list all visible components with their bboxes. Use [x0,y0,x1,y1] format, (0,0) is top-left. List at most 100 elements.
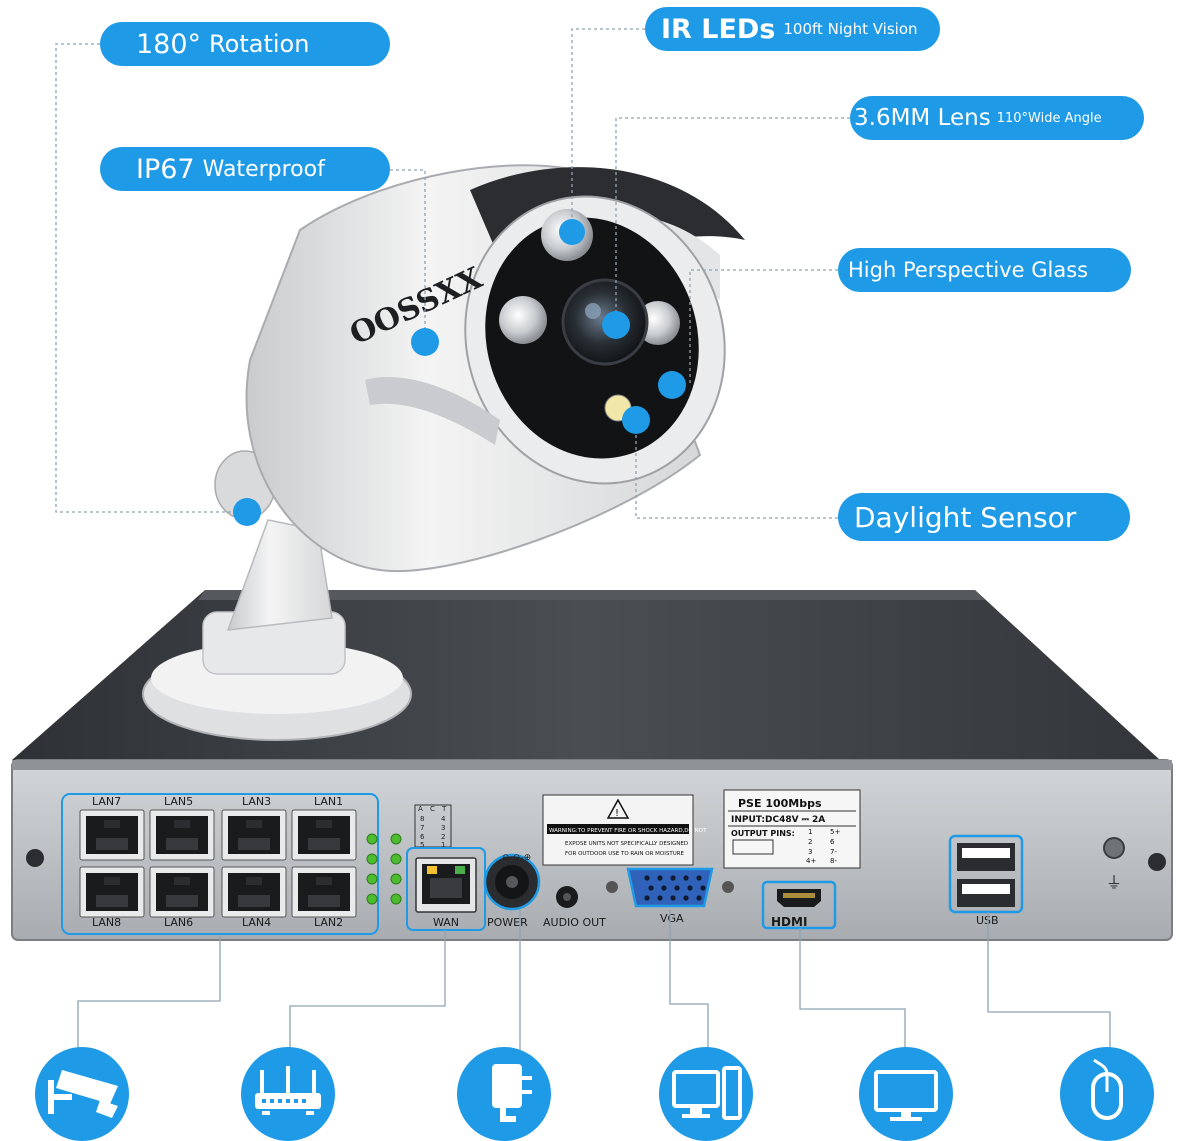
vga-pin [670,895,676,901]
lan-port[interactable] [291,809,357,861]
wan-label: WAN [433,916,459,929]
monitor-icon [859,1047,953,1141]
vga-pin [683,875,689,881]
svg-text:!: ! [615,808,619,819]
pse-pin: 8- [830,857,837,865]
audio-label: AUDIO OUT [543,916,606,929]
ir-led [499,296,547,344]
act-cell: 7 [420,824,424,832]
act-header: A [418,805,423,813]
router-icon [241,1047,335,1141]
callout-waterproof: IP67 Waterproof [100,147,390,191]
pse-pin: 4+ [806,857,816,865]
callout-sub: 100ft Night Vision [783,20,918,38]
lan-port[interactable] [149,866,215,918]
callout-lens: 3.6MM Lens 110°Wide Angle [850,96,1144,140]
callout-lines [55,28,850,519]
callout-dot [559,219,585,245]
power-adapter-icon [457,1047,551,1141]
polarity-icon: ⊖-⊙-⊕ [502,853,531,863]
pse-pin: 5+ [830,828,840,836]
status-led [390,853,402,865]
status-led [390,833,402,845]
pse-pin: 7- [830,848,837,856]
vga-pin [648,885,654,891]
status-led [390,873,402,885]
vga-pin [683,895,689,901]
callout-main: 3.6MM Lens [854,105,991,131]
lan-label: LAN3 [242,795,271,808]
cctv-camera-icon [35,1047,129,1141]
pse-pin: 6 [830,838,835,846]
lan-label: LAN1 [314,795,343,808]
callout-main: IR LEDs [661,13,776,45]
vga-pin [661,885,667,891]
vga-pin [644,895,650,901]
screw-icon [26,849,44,867]
lan-port[interactable] [79,866,145,918]
act-cell: 5 [420,841,424,849]
lan-label: LAN7 [92,795,121,808]
vga-pin [670,875,676,881]
vga-pin [700,885,706,891]
vga-port[interactable] [606,867,734,908]
hdmi-label: HDMI [771,915,807,929]
callout-rotation: 180° Rotation [100,22,390,66]
callout-main: High Perspective Glass [848,258,1089,282]
lan-label: LAN5 [164,795,193,808]
wan-port[interactable] [415,857,477,913]
usb-ports[interactable] [948,834,1024,914]
callout-daylight: Daylight Sensor [838,493,1130,541]
lan-label: LAN4 [242,916,271,929]
callout-main: 180° [136,28,202,60]
callout-dot [602,311,630,339]
vga-pin [644,875,650,881]
vga-pin [657,895,663,901]
act-cell: 6 [420,833,425,841]
pse-title: PSE 100Mbps [738,797,822,810]
pse-pin: 1 [808,828,812,836]
lan-port[interactable] [79,809,145,861]
status-led [366,833,378,845]
hdmi-port[interactable] [761,880,837,930]
lan-label: LAN2 [314,916,343,929]
act-cell: 2 [441,833,445,841]
callout-dot [411,328,439,356]
pse-pin: 2 [808,838,812,846]
callout-glass: High Perspective Glass [838,248,1131,292]
vga-pin [687,885,693,891]
callout-dot [622,406,650,434]
callout-dots [233,219,686,526]
callout-main: IP67 [136,153,195,185]
warning-triangle-icon [606,798,630,819]
act-header: T [441,805,447,813]
usb-label: USB [976,914,999,927]
lan-group-outline [61,793,379,935]
lan-label: LAN6 [164,916,193,929]
warning-sticker: ! WARNING:TO PREVENT FIRE OR SHOCK HAZAR… [542,794,707,866]
connection-lines [77,910,1111,1060]
callout-dot [658,371,686,399]
vga-label: VGA [660,912,684,925]
act-cell: 8 [420,815,424,823]
lan-port[interactable] [291,866,357,918]
vga-pin [674,885,680,891]
lan-port[interactable] [149,809,215,861]
callout-sub: 110°Wide Angle [996,110,1102,126]
act-header: C [430,805,435,813]
status-led [366,893,378,905]
nvr-recorder: ⏚ LAN7 LAN5 LAN3 LAN1 LAN8 LAN6 LAN4 LAN… [11,590,1173,941]
lan-port[interactable] [221,866,287,918]
computer-icon [659,1047,753,1141]
callout-main: Daylight Sensor [854,500,1077,534]
callout-sub: Waterproof [202,156,325,182]
callout-dot [233,498,261,526]
vga-pin [657,875,663,881]
status-led [366,873,378,885]
act-cell: 3 [441,824,445,832]
act-cell: 1 [441,841,445,849]
callout-sub: Rotation [209,30,310,58]
lan-port[interactable] [221,809,287,861]
